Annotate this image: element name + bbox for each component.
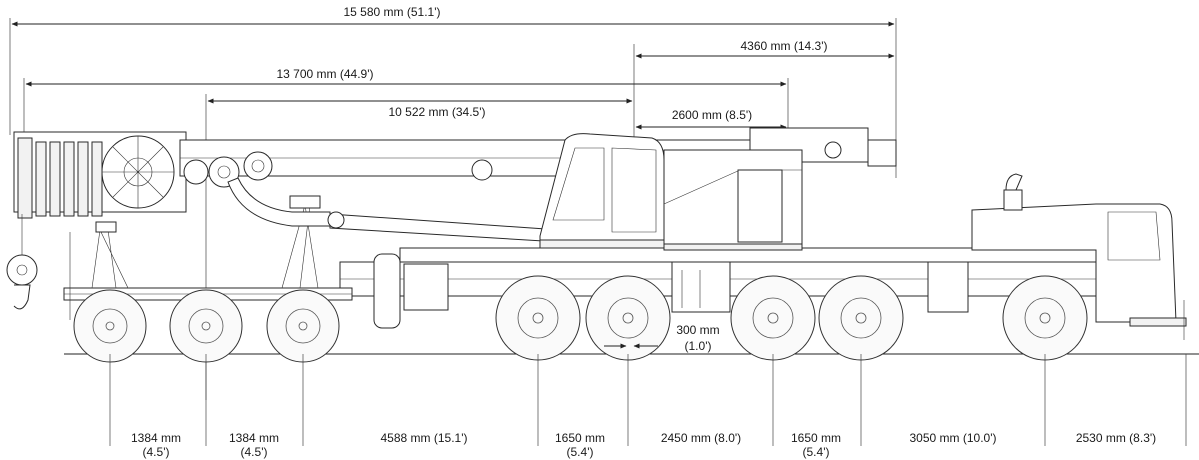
axle-spacing-labels: 1384 mm (4.5') 1384 mm (4.5') 4588 mm (1…: [131, 431, 1156, 459]
axle-spacing-6-mm: 1650 mm: [791, 431, 841, 445]
offset-mm-label: 300 mm: [676, 323, 719, 337]
outrigger-housings: [373, 253, 969, 329]
offset-ft-label: (1.0'): [685, 339, 712, 353]
cab-to-front-label: 2600 mm (8.5'): [672, 108, 752, 122]
crane-vehicle: [6, 127, 1199, 355]
boom-length-label: 13 700 mm (44.9'): [276, 67, 373, 81]
offset-dimension: 300 mm (1.0'): [604, 323, 720, 353]
axle-spacing-1-ft: (4.5'): [143, 445, 170, 459]
telescopic-boom: [13, 127, 897, 219]
wheels: [73, 275, 1088, 363]
axle-spacing-4-mm: 1650 mm: [555, 431, 605, 445]
axle-spacing-3: 4588 mm (15.1'): [381, 431, 468, 445]
superstructure: [663, 141, 842, 251]
overall-length-label: 15 580 mm (51.1'): [343, 5, 440, 19]
front-overhang-label: 4360 mm (14.3'): [741, 39, 828, 53]
axle-spacing-1-mm: 1384 mm: [131, 431, 181, 445]
wheel-dolly-1: [73, 289, 147, 363]
wheel-carrier-5: [1002, 275, 1088, 361]
axle-spacing-6-ft: (5.4'): [803, 445, 830, 459]
wheel-carrier-4: [818, 275, 904, 361]
carrier-cab: [971, 173, 1187, 340]
cab-to-front-dimension: 2600 mm (8.5'): [635, 108, 787, 130]
boom-to-rear-axle-label: 10 522 mm (34.5'): [388, 105, 485, 119]
wheel-carrier-1: [495, 275, 581, 361]
axle-spacing-2-mm: 1384 mm: [229, 431, 279, 445]
axle-spacing-7: 3050 mm (10.0'): [910, 431, 997, 445]
axle-spacing-5: 2450 mm (8.0'): [661, 431, 741, 445]
axle-spacing-2-ft: (4.5'): [241, 445, 268, 459]
hook-block: [6, 214, 38, 310]
overall-length-dimension: 15 580 mm (51.1'): [9, 5, 897, 178]
wheel-carrier-2: [585, 275, 671, 361]
axle-dimension-lines: [109, 354, 1187, 446]
axle-spacing-4-ft: (5.4'): [567, 445, 594, 459]
lift-cylinder: [227, 177, 561, 243]
wheel-dolly-2: [169, 289, 243, 363]
axle-spacing-8: 2530 mm (8.3'): [1076, 431, 1156, 445]
wheel-carrier-3: [730, 275, 816, 361]
wheel-dolly-3: [266, 289, 340, 363]
